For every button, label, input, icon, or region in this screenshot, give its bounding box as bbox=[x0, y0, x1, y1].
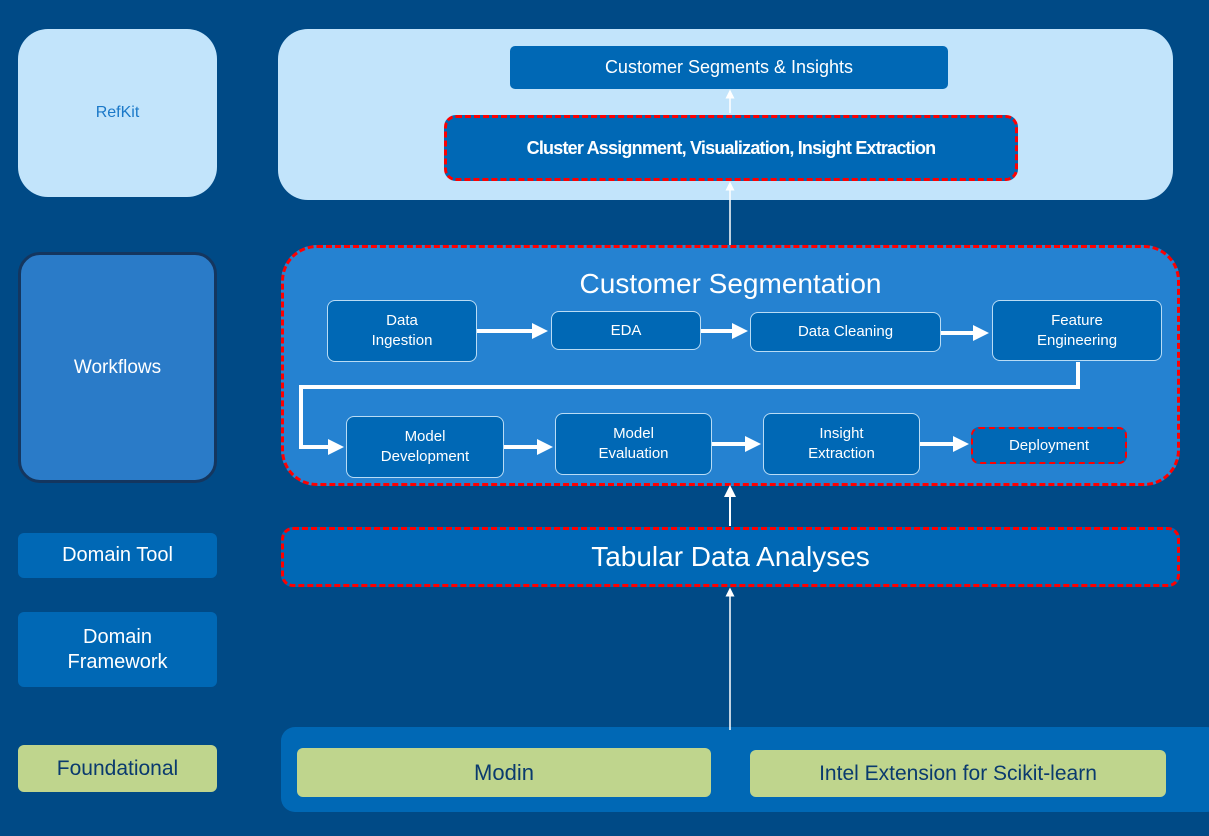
modin-box: Modin bbox=[297, 748, 711, 797]
layer-workflows: Workflows bbox=[18, 252, 217, 483]
layer-foundational: Foundational bbox=[18, 745, 217, 792]
tabular-data-analyses-box: Tabular Data Analyses bbox=[281, 527, 1180, 587]
cluster-assignment-box: Cluster Assignment, Visualization, Insig… bbox=[444, 115, 1018, 181]
workflow-title: Customer Segmentation bbox=[579, 268, 882, 299]
customer-segments-box: Customer Segments & Insights bbox=[510, 46, 948, 89]
layer-refkit: RefKit bbox=[18, 29, 217, 197]
step-data-ingestion: Data Ingestion bbox=[327, 300, 477, 362]
step-deployment: Deployment bbox=[971, 427, 1127, 464]
step-feature-engineering: Feature Engineering bbox=[992, 300, 1162, 361]
intel-extension-box: Intel Extension for Scikit-learn bbox=[750, 750, 1166, 797]
step-insight-extraction: Insight Extraction bbox=[763, 413, 920, 475]
layer-domain-tool: Domain Tool bbox=[18, 533, 217, 578]
layer-domain-framework: Domain Framework bbox=[18, 612, 217, 687]
step-data-cleaning: Data Cleaning bbox=[750, 312, 941, 352]
arrow-feature-model-dev bbox=[299, 362, 1080, 455]
step-model-evaluation: Model Evaluation bbox=[555, 413, 712, 475]
step-eda: EDA bbox=[551, 311, 701, 350]
step-model-development: Model Development bbox=[346, 416, 504, 478]
